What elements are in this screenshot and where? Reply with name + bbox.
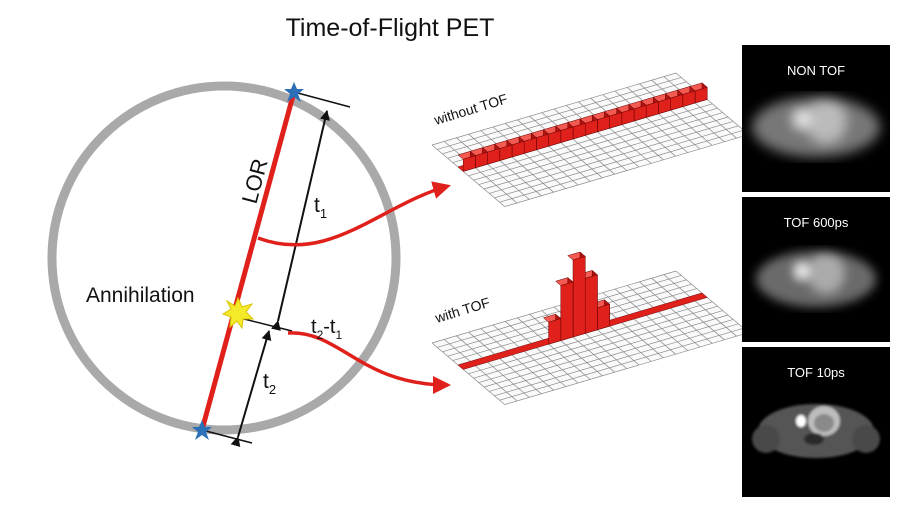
panel-label: TOF 10ps (787, 365, 845, 380)
panel-non-tof: NON TOF (742, 45, 890, 192)
without-tof-grid (431, 72, 750, 207)
pet-scan-image (756, 251, 876, 307)
lor-line (199, 91, 297, 431)
pet-scan-image (752, 404, 880, 458)
tick-mid (239, 317, 293, 332)
arrow-to-without-tof (257, 181, 451, 247)
annihilation-burst-icon (221, 296, 255, 330)
annihilation-label: Annihilation (86, 284, 195, 307)
t1-arrow (271, 110, 330, 331)
panel-tof-10ps: TOF 10ps (742, 347, 890, 497)
panel-tof-600ps: TOF 600ps (742, 197, 890, 342)
t2-arrow (230, 330, 272, 448)
detector-ring (47, 81, 401, 435)
panel-label: TOF 600ps (783, 215, 849, 230)
t2-minus-t1-label: t2-t1 (311, 316, 342, 342)
with-tof-label: with TOF (432, 294, 491, 326)
page-title: Time-of-Flight PET (285, 14, 495, 42)
without-tof-label: without TOF (431, 90, 509, 128)
pet-scan-image (752, 97, 880, 157)
t2-label: t2 (263, 370, 276, 397)
with-tof-grid (431, 251, 750, 405)
t1-label: t1 (314, 194, 327, 221)
tick-top (293, 91, 351, 108)
detector-icon-bottom (192, 420, 212, 440)
detector-icon-top (284, 82, 304, 102)
panel-label: NON TOF (786, 63, 846, 78)
arrow-to-with-tof (287, 331, 451, 394)
